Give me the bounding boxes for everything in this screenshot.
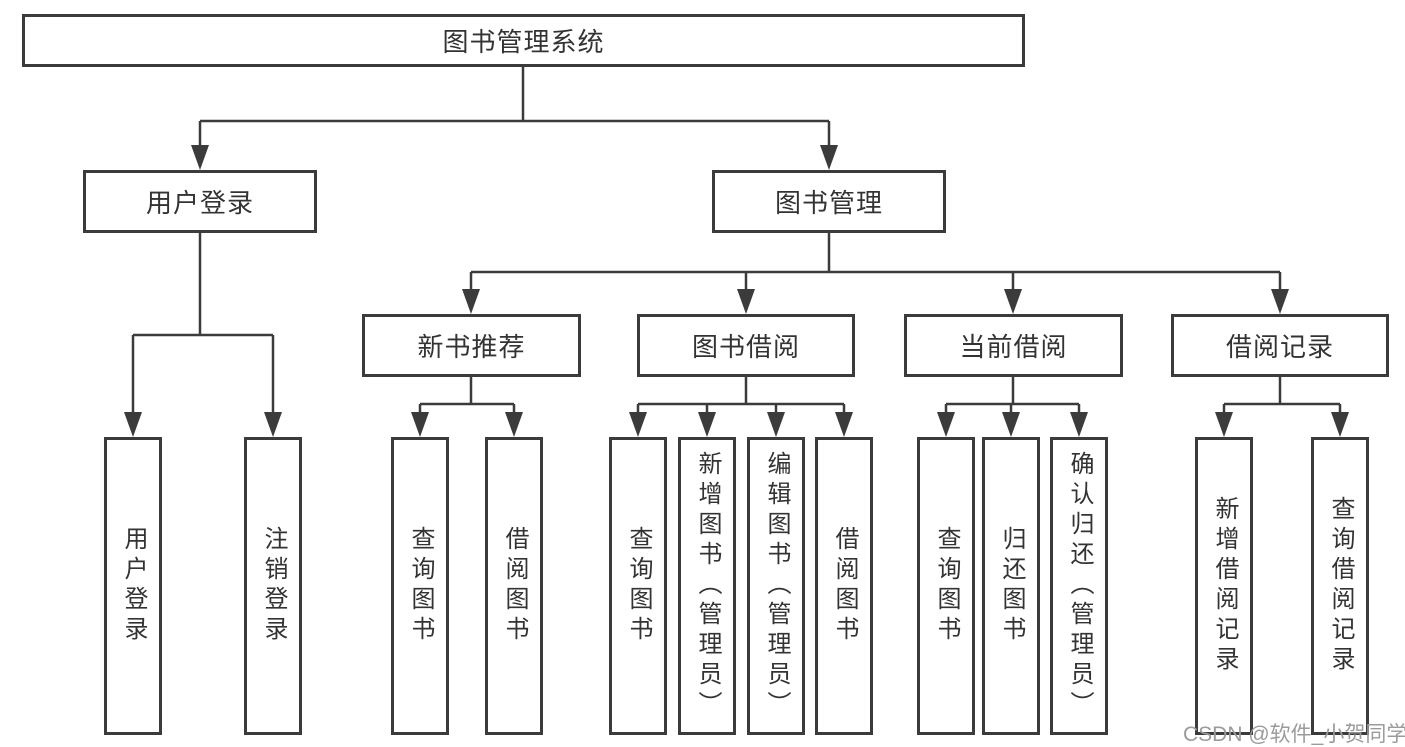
node-leaf-user-login-label: 用户登录 — [120, 526, 147, 646]
connector-bookborrow-to-leaves — [636, 377, 846, 414]
node-leaf-edit-book-admin: 编辑图书（管理员） — [747, 437, 805, 735]
node-leaf-borrow-books-recommend-label: 借阅图书 — [501, 526, 528, 646]
node-leaf-query-books-borrow-label: 查询图书 — [625, 526, 652, 646]
node-borrow-records-label: 借阅记录 — [1225, 332, 1334, 362]
node-leaf-user-login: 用户登录 — [104, 437, 162, 735]
node-leaf-query-borrow-record: 查询借阅记录 — [1311, 437, 1369, 735]
arrowheads — [124, 145, 1349, 437]
node-leaf-query-books-recommend-label: 查询图书 — [407, 526, 434, 646]
node-current-borrow-label: 当前借阅 — [959, 332, 1068, 362]
node-leaf-add-book-admin-label: 新增图书（管理员） — [694, 451, 721, 721]
connector-newbook-to-leaves — [418, 377, 516, 414]
node-leaf-edit-book-admin-label: 编辑图书（管理员） — [763, 451, 790, 721]
node-root-label: 图书管理系统 — [442, 27, 605, 57]
node-leaf-borrow-books-recommend: 借阅图书 — [485, 437, 543, 735]
connector-userlogin-to-leaves — [131, 233, 275, 414]
node-leaf-borrow-books: 借阅图书 — [815, 437, 873, 735]
node-book-borrow: 图书借阅 — [637, 314, 855, 377]
node-leaf-query-borrow-record-label: 查询借阅记录 — [1327, 496, 1354, 676]
node-leaf-add-borrow-record: 新增借阅记录 — [1195, 437, 1253, 735]
node-new-book-recommend: 新书推荐 — [362, 314, 581, 377]
node-leaf-logout-label: 注销登录 — [260, 526, 287, 646]
node-leaf-borrow-books-label: 借阅图书 — [831, 526, 858, 646]
node-leaf-query-books-current-label: 查询图书 — [933, 526, 960, 646]
node-leaf-query-books-recommend: 查询图书 — [391, 437, 449, 735]
connector-currentborrow-to-leaves — [944, 377, 1081, 414]
node-user-login: 用户登录 — [83, 170, 317, 233]
node-root: 图书管理系统 — [22, 14, 1025, 67]
node-leaf-add-borrow-record-label: 新增借阅记录 — [1211, 496, 1238, 676]
node-borrow-records: 借阅记录 — [1171, 314, 1389, 377]
node-leaf-return-book: 归还图书 — [982, 437, 1040, 735]
node-book-management: 图书管理 — [712, 170, 946, 233]
node-leaf-confirm-return-admin-label: 确认归还（管理员） — [1066, 451, 1093, 721]
node-book-borrow-label: 图书借阅 — [691, 332, 800, 362]
node-book-management-label: 图书管理 — [774, 188, 883, 218]
node-leaf-confirm-return-admin: 确认归还（管理员） — [1050, 437, 1108, 735]
node-leaf-add-book-admin: 新增图书（管理员） — [678, 437, 736, 735]
node-current-borrow: 当前借阅 — [904, 314, 1123, 377]
node-leaf-return-book-label: 归还图书 — [998, 526, 1025, 646]
node-leaf-query-books-borrow: 查询图书 — [609, 437, 667, 735]
node-user-login-label: 用户登录 — [145, 188, 254, 218]
connector-root-to-level2 — [198, 66, 831, 147]
node-leaf-logout: 注销登录 — [244, 437, 302, 735]
node-leaf-query-books-current: 查询图书 — [917, 437, 975, 735]
node-new-book-recommend-label: 新书推荐 — [417, 332, 526, 362]
csdn-watermark: CSDN @软件_小贺同学 — [1183, 723, 1405, 746]
connector-borrowrecords-to-leaves — [1222, 377, 1342, 414]
connector-bookmgmt-to-level3 — [469, 233, 1282, 291]
